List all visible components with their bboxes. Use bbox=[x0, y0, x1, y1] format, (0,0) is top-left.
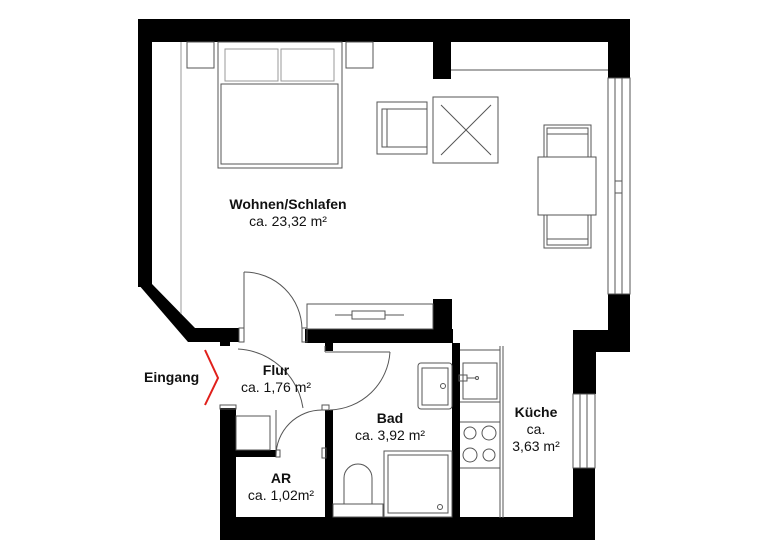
room-area: ca. 3,92 m² bbox=[354, 427, 426, 443]
kitchen-counter bbox=[458, 346, 504, 518]
side-table bbox=[432, 96, 499, 164]
armchair bbox=[376, 101, 428, 155]
room-area: ca. 1,76 m² bbox=[240, 379, 312, 395]
dining-table bbox=[537, 124, 597, 249]
windows bbox=[451, 69, 631, 469]
storage-shelf bbox=[235, 415, 271, 451]
room-area: ca. 23,32 m² bbox=[249, 213, 327, 229]
sideboard bbox=[306, 303, 434, 330]
room-name: Flur bbox=[262, 362, 290, 378]
room-label-kueche: Küche ca. 3,63 m² bbox=[496, 404, 576, 455]
room-name: Bad bbox=[376, 410, 404, 426]
room-label-flur: Flur ca. 1,76 m² bbox=[226, 362, 326, 396]
bathroom-fixtures bbox=[332, 362, 453, 518]
room-area-line1: ca. bbox=[526, 421, 546, 437]
room-area: ca. 1,02m² bbox=[247, 487, 315, 503]
room-label-bad: Bad ca. 3,92 m² bbox=[340, 410, 440, 444]
room-area-line2: 3,63 m² bbox=[512, 438, 560, 454]
entrance-label: Eingang bbox=[144, 369, 200, 385]
room-name: AR bbox=[270, 470, 292, 486]
room-label-wohnen: Wohnen/Schlafen ca. 23,32 m² bbox=[200, 196, 376, 230]
bed bbox=[186, 41, 374, 169]
walls bbox=[138, 19, 630, 540]
room-name: Küche bbox=[514, 404, 558, 420]
room-label-ar: AR ca. 1,02m² bbox=[236, 470, 326, 504]
doors bbox=[219, 271, 391, 459]
room-name: Wohnen/Schlafen bbox=[229, 196, 347, 212]
entrance-marker-icon bbox=[204, 349, 220, 406]
